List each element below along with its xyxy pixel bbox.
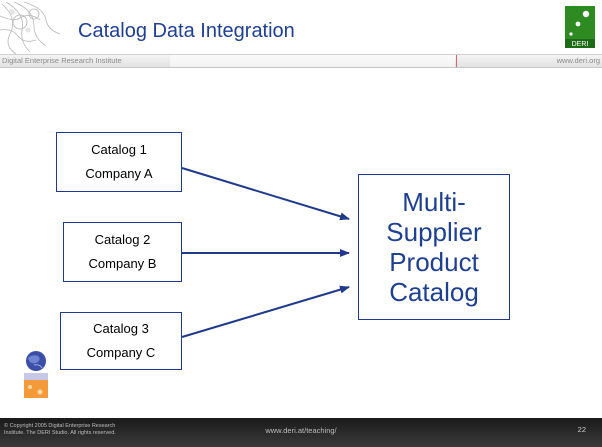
header-url: www.deri.org [556,56,600,65]
arrow-catalog-3 [181,285,350,338]
target-line: Supplier [386,217,482,247]
slide-footer: © Copyright 2005 Digital Enterprise Rese… [0,418,602,447]
institute-name: Digital Enterprise Research Institute [2,56,122,65]
source-catalog-label: Catalog 1 [91,142,147,157]
slide-header: Catalog Data Integration DERI Digital En… [0,0,602,68]
page-number: 22 [577,425,586,434]
target-box-multi-supplier-catalog: Multi- Supplier Product Catalog [358,174,510,320]
target-line: Multi- [402,187,466,217]
globe-logo-icon [24,351,48,398]
target-line: Product [389,247,479,277]
source-box-catalog-2: Catalog 2 Company B [63,222,182,282]
source-company-label: Company C [86,345,156,360]
source-company-label: Company B [88,256,157,271]
source-catalog-label: Catalog 2 [94,232,151,247]
source-box-catalog-1: Catalog 1 Company A [56,132,182,192]
course-url: www.deri.at/teaching/ [265,426,337,435]
copyright-text: © Copyright 2005 Digital Enterprise Rese… [4,423,116,436]
source-box-catalog-3: Catalog 3 Company C [60,312,182,370]
info-bar: Digital Enterprise Research Institute ww… [0,54,602,68]
slide-title: Catalog Data Integration [78,20,295,42]
source-catalog-label: Catalog 3 [93,321,149,336]
arrow-catalog-1 [181,167,350,221]
deri-logo-icon: DERI [565,6,595,48]
source-company-label: Company A [85,166,153,181]
deri-logo-text: DERI [572,41,589,48]
target-line: Catalog [389,277,479,307]
corner-ornament-icon [0,1,61,55]
